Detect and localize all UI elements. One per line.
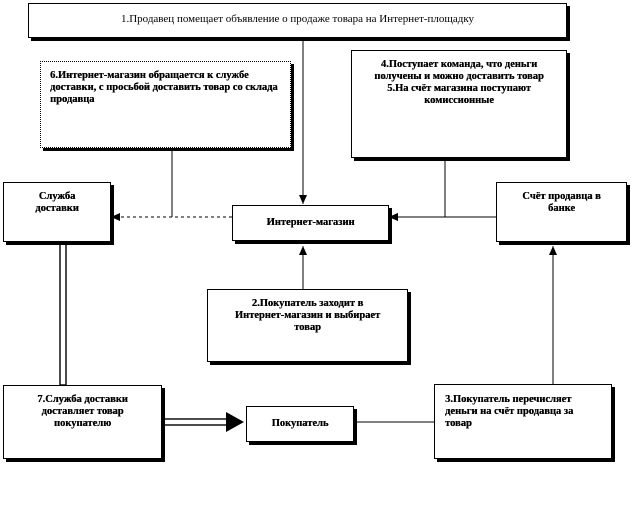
arrow-7-to-buyer-head: [226, 412, 244, 432]
arrow-7-to-buyer-shaft: [161, 418, 229, 426]
step-1-text: 1.Продавец помещает объявление о продаже…: [120, 13, 475, 25]
step-3-box: 3.Покупатель перечисляет деньги на счёт …: [434, 384, 612, 459]
step-7-box: 7.Служба доставки доставляет товар покуп…: [3, 385, 162, 459]
online-shop-label: Интернет-магазин: [266, 217, 355, 228]
step-7-text: 7.Служба доставки доставляет товар покуп…: [37, 394, 128, 429]
step-6-text: 6.Интернет-магазин обращается к службе д…: [50, 70, 278, 105]
step-1-box: 1.Продавец помещает объявление о продаже…: [28, 3, 567, 38]
step-2-box: 2.Покупатель заходит в Интернет-магазин …: [207, 289, 408, 362]
seller-bank-account-label: Счёт продавца в банке: [522, 191, 601, 214]
arrow-payment-to-shop: [389, 158, 446, 221]
step-3-text: 3.Покупатель перечисляет деньги на счёт …: [445, 394, 574, 429]
connector-delivery-to-7: [59, 241, 67, 386]
step-6-box: 6.Интернет-магазин обращается к службе д…: [40, 61, 291, 148]
seller-bank-account-box: Счёт продавца в банке: [496, 182, 627, 242]
buyer-label: Покупатель: [271, 418, 329, 429]
step-5-text: 5.На счёт магазина поступают комиссионны…: [387, 83, 531, 106]
buyer-box: Покупатель: [246, 406, 354, 442]
step-4-text: 4.Поступает команда, что деньги получены…: [374, 59, 544, 82]
step-4-5-box: 4.Поступает команда, что деньги получены…: [351, 50, 567, 158]
delivery-service-label: Служба доставки: [35, 191, 79, 214]
delivery-service-box: Служба доставки: [3, 182, 111, 242]
step-2-text: 2.Покупатель заходит в Интернет-магазин …: [234, 298, 381, 333]
online-shop-box: Интернет-магазин: [232, 205, 389, 241]
